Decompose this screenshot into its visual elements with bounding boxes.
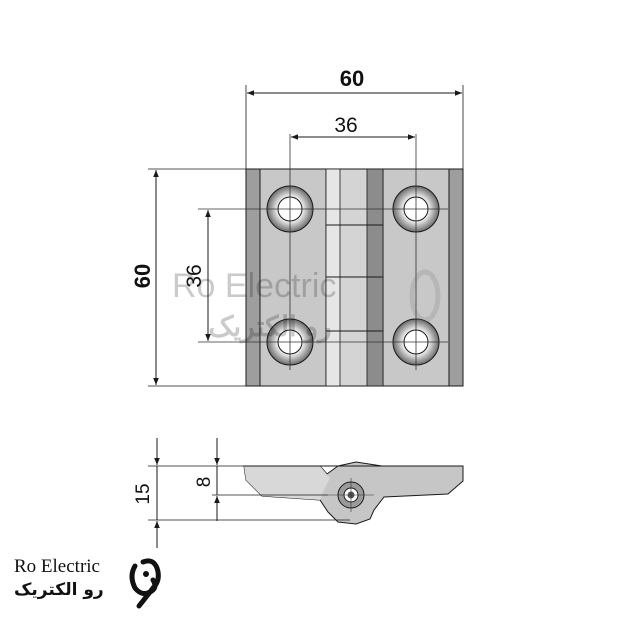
watermark-persian: رو الکتریک [208,311,331,344]
dimension-overall-width: 60 [245,66,464,169]
hinge-front-view [198,134,464,387]
brand-watermark: Ro Electric رو الکتریک [14,556,104,602]
hinge-knuckle [325,168,384,387]
left-leaf-shade [245,168,261,387]
hinge-side-view [243,461,464,525]
dimension-profile-thickness: 15 [133,438,350,548]
dimension-label-overall-height: 60 [130,264,155,288]
watermark-latin: Ro Electric [172,267,336,305]
brand-name-latin: Ro Electric [14,556,100,577]
dimension-label-profile-thickness: 15 [133,483,154,504]
dimension-hole-spacing-vertical: 36 [183,210,211,341]
dimension-hole-spacing-horizontal: 36 [291,114,415,140]
dimension-label-plate-thickness: 8 [194,477,215,488]
dimension-label-hole-spacing-vertical: 36 [183,264,206,287]
brand-logo-icon [129,558,161,609]
right-leaf-shade [448,168,464,387]
dimension-label-overall-width: 60 [340,66,364,91]
dimension-overall-height: 60 [130,168,246,387]
dimension-label-hole-spacing-horizontal: 36 [334,114,357,137]
brand-name-persian: رو الکتریک [14,580,104,600]
hole-centerlines [198,134,448,370]
dimension-plate-thickness: 8 [194,438,328,521]
watermark-logo-mark [409,269,441,323]
watermark: Ro Electric رو الکتریک [172,267,441,344]
